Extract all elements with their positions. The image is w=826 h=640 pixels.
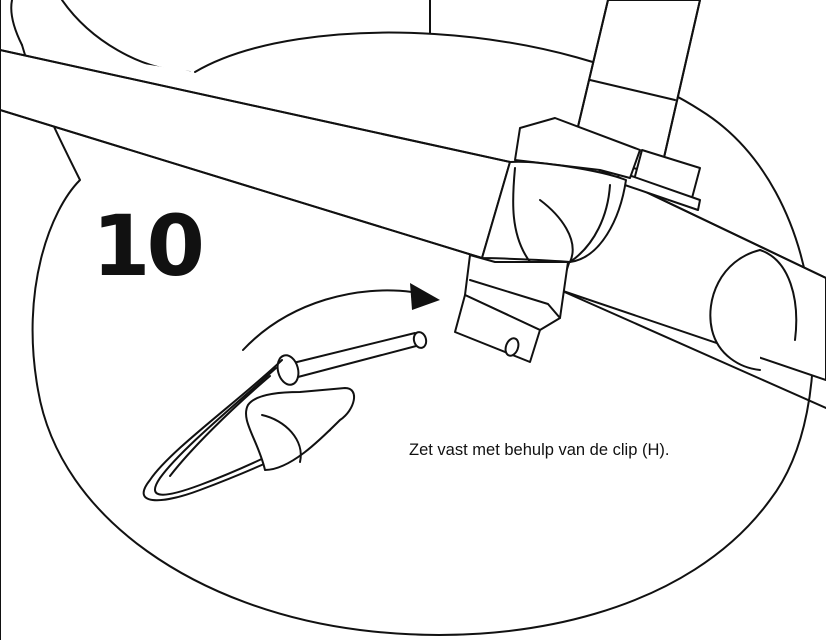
clip-pin-illustration	[142, 331, 428, 502]
vertical-tube	[571, 0, 701, 176]
step-number: 10	[92, 197, 205, 295]
bracket-plate	[615, 149, 701, 211]
instruction-text: Zet vast met behulp van de clip (H).	[409, 441, 670, 459]
top-left-arc	[10, 0, 23, 46]
curved-arrow-icon	[242, 283, 440, 351]
instruction-backdrop	[404, 436, 772, 462]
clamp-joint	[454, 117, 641, 363]
